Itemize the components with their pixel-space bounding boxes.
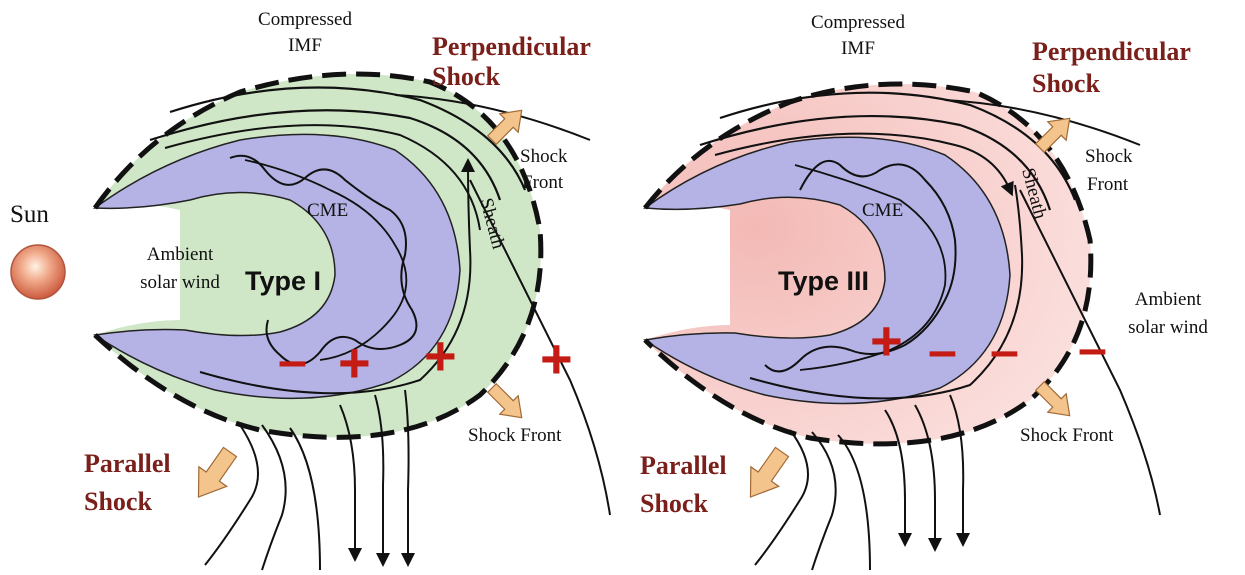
bottom-line-right-2 xyxy=(812,432,836,570)
bottom-line-right-1 xyxy=(755,430,808,565)
type-label-right: Type III xyxy=(778,266,869,296)
type-label-left: Type I xyxy=(245,266,321,296)
charge-left-1: – xyxy=(278,332,307,390)
shock-front-label-left-lower: Shock Front xyxy=(468,425,562,446)
charge-left-4: + xyxy=(540,327,573,390)
bottom-line-left-3 xyxy=(290,428,320,570)
charge-right-3: – xyxy=(990,322,1019,380)
bottom-line-left-2 xyxy=(262,425,286,570)
cme-label-right: CME xyxy=(862,200,903,221)
charge-right-1: + xyxy=(870,309,903,372)
charge-left-3: + xyxy=(424,324,457,387)
bottom-line-right-3 xyxy=(838,435,870,570)
charge-right-2: – xyxy=(928,322,957,380)
shock-arrow-left-parallel xyxy=(185,442,244,507)
shock-arrow-right-parallel xyxy=(737,442,796,507)
bottom-line-left-1 xyxy=(205,425,258,565)
charge-left-2: + xyxy=(338,331,371,394)
cme-label-left: CME xyxy=(307,200,348,221)
sun xyxy=(11,245,65,299)
charge-right-4: – xyxy=(1078,320,1107,378)
sun-label: Sun xyxy=(10,201,49,228)
shock-front-label-right-lower: Shock Front xyxy=(1020,425,1114,446)
shock-arrow-left-lower xyxy=(483,379,531,427)
left-panel: Sun xyxy=(10,9,610,570)
